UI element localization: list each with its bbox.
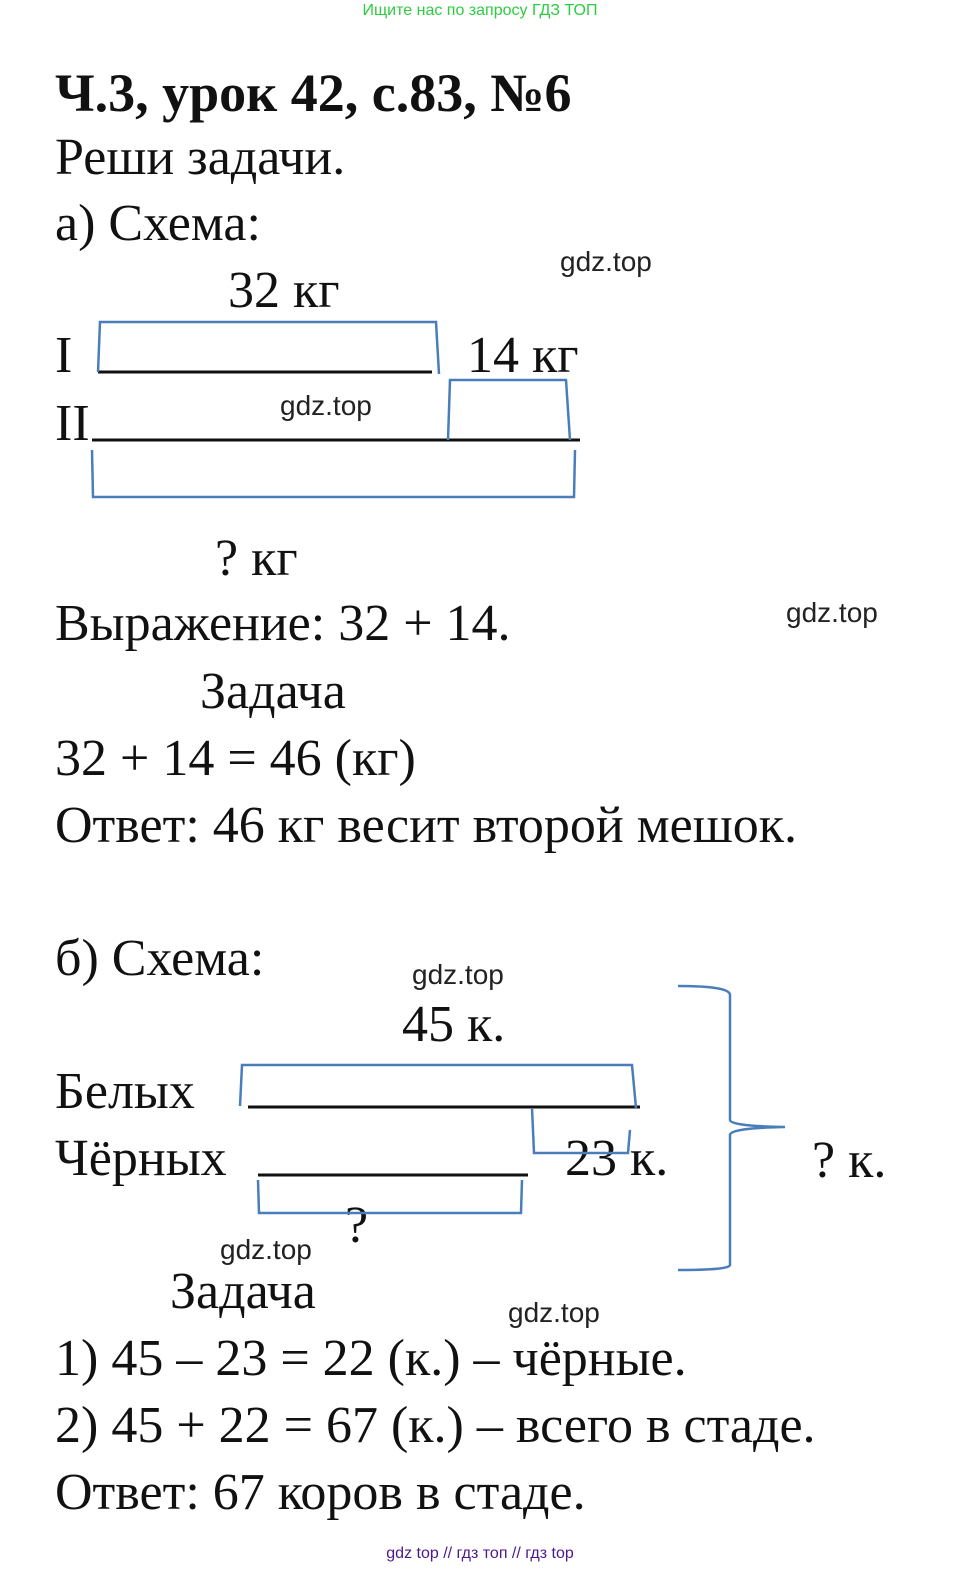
bracket-45 xyxy=(238,1063,638,1109)
part-a-label-extra: 14 кг xyxy=(467,327,579,384)
part-b-label-top: 45 к. xyxy=(402,996,506,1053)
watermark: gdz.top xyxy=(280,390,372,421)
instruction: Реши задачи. xyxy=(55,129,346,186)
part-a-solution: 32 + 14 = 46 (кг) xyxy=(55,730,416,787)
part-b-answer: Ответ: 67 коров в стаде. xyxy=(55,1464,586,1521)
watermark: gdz.top xyxy=(508,1297,600,1328)
bracket-unknown xyxy=(256,1179,524,1215)
part-b-label-total: ? к. xyxy=(812,1132,887,1189)
part-a-row2: II xyxy=(55,395,90,452)
part-b-task-heading: Задача xyxy=(170,1263,316,1320)
top-banner: Ищите нас по запросу ГДЗ ТОП xyxy=(362,2,598,19)
part-a-label-top: 32 кг xyxy=(228,262,340,319)
bracket-32 xyxy=(96,320,441,375)
part-b-row1: Белых xyxy=(55,1063,195,1120)
watermark: gdz.top xyxy=(786,597,878,628)
part-a-label-total: ? кг xyxy=(215,530,298,587)
part-b-row2: Чёрных xyxy=(55,1130,227,1187)
part-a-task-heading: Задача xyxy=(200,663,346,720)
part-b-label-diff: 23 к. xyxy=(565,1130,669,1187)
bottom-banner: gdz top // гдз топ // гдз top xyxy=(386,1545,574,1562)
part-b-step1: 1) 45 – 23 = 22 (к.) – чёрные. xyxy=(55,1330,687,1387)
part-a-expression: Выражение: 32 + 14. xyxy=(55,595,511,652)
bracket-total-a xyxy=(90,449,577,499)
part-a-answer: Ответ: 46 кг весит второй мешок. xyxy=(55,797,798,854)
part-a-row1: I xyxy=(55,327,73,384)
part-b-step2: 2) 45 + 22 = 67 (к.) – всего в стаде. xyxy=(55,1397,816,1454)
page-title: Ч.3, урок 42, с.83, №6 xyxy=(55,63,572,123)
watermark: gdz.top xyxy=(220,1234,312,1265)
brace-total-b xyxy=(677,984,786,1272)
part-a-heading: а) Схема: xyxy=(55,195,261,252)
watermark: gdz.top xyxy=(412,959,504,990)
watermark: gdz.top xyxy=(560,246,652,277)
bracket-23 xyxy=(530,1107,632,1155)
bracket-14 xyxy=(446,378,572,441)
part-b-heading: б) Схема: xyxy=(55,930,265,987)
